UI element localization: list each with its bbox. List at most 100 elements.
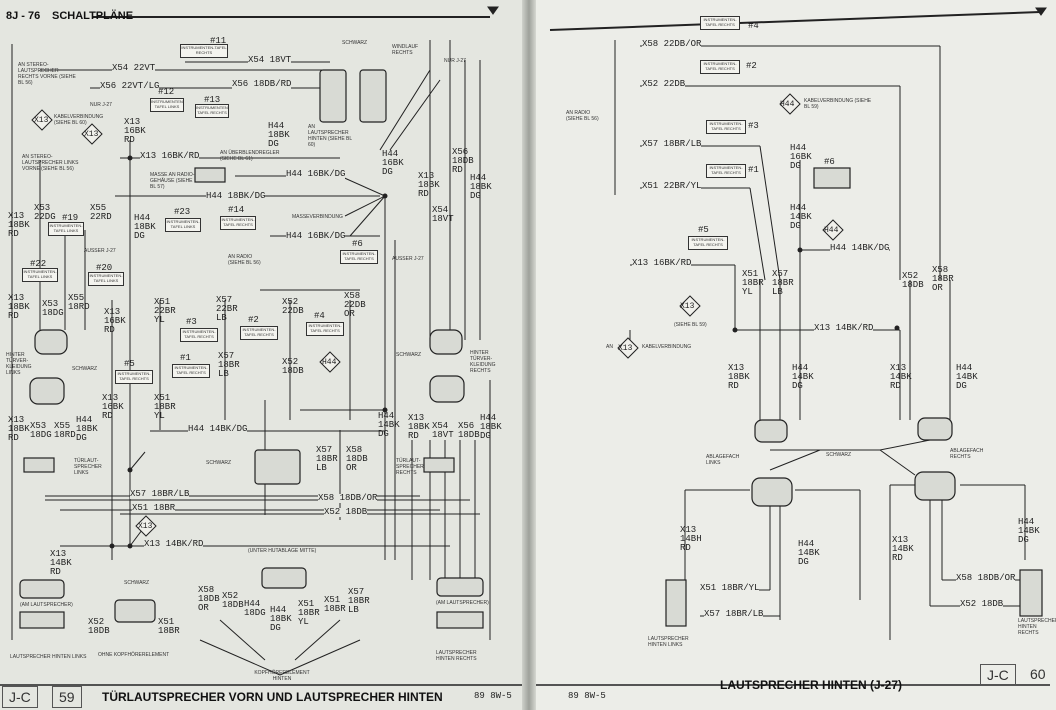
wire-label: X52 18DB: [282, 357, 304, 376]
splice-label: #4: [748, 21, 759, 31]
splice-label: #5: [698, 225, 709, 235]
splice-label: #23: [174, 207, 191, 217]
wire-label: H44 14BK/DG: [188, 424, 248, 434]
annotation: (AM LAUTSPRECHER): [20, 602, 73, 608]
wire-label: X13 18BK RD: [8, 415, 30, 443]
wire-label: H44 14BK DG: [798, 539, 820, 567]
annotation: AN LAUTSPRECHER HINTEN (SIEHE BL 60): [308, 124, 352, 148]
wire-label: X57 18BR/LB: [704, 609, 764, 619]
annotation: SCHWARZ: [342, 40, 368, 46]
annotation: AN STEREO-LAUTSPRECHER LINKS VORNE (SIEH…: [22, 154, 79, 172]
wire-label: X58 22DB/OR: [642, 39, 702, 49]
annotation: AN: [606, 344, 613, 350]
wire-label: X13 16BK/RD: [140, 151, 200, 161]
wire-label: H44 16BK DG: [382, 149, 404, 177]
annotation: SCHWARZ: [206, 460, 232, 466]
annotation: SCHWARZ: [72, 366, 98, 372]
section-title: SCHALTPLÄNE: [52, 10, 134, 22]
instrument-box: INSTRUMENTEN-TAFEL LINKS: [88, 272, 124, 286]
wire-label: X13 16BK RD: [124, 117, 146, 145]
connector-id: X13: [138, 522, 153, 531]
wire-label: X13 18BK RD: [408, 413, 430, 441]
wire-label: H44 14BK DG: [956, 363, 978, 391]
instrument-box: INSTRUMENTEN-TAFEL RECHTS: [195, 104, 229, 118]
wire-label: X13 18BK RD: [8, 211, 30, 239]
connector-id: X13: [680, 302, 695, 311]
wire-label: X58 18DB/OR: [956, 573, 1016, 583]
wire-label: X52 18DB: [222, 591, 244, 610]
wire-label: X53 18DG: [42, 299, 64, 318]
splice-label: #13: [204, 95, 221, 105]
wire-label: X13 16BK RD: [102, 393, 124, 421]
annotation: (SIEHE BL 59): [674, 322, 707, 328]
wire-label: X13 14BH RD: [680, 525, 702, 553]
annotation: TÜRLAUT-SPRECHER LINKS: [74, 458, 102, 476]
annotation: LAUTSPRECHER HINTEN RECHTS: [1018, 618, 1056, 636]
wire-label: X13 16BK/RD: [632, 258, 692, 268]
wire-label: X57 22BR LB: [216, 295, 238, 323]
wire-label: X13 14BK/RD: [144, 539, 204, 549]
annotation: AUSSER J-27: [392, 256, 424, 262]
wire-label: X57 18BR LB: [772, 269, 794, 297]
wire-label: X58 18DB OR: [346, 445, 368, 473]
splice-label: #12: [158, 87, 175, 97]
instrument-box: INSTRUMENTEN-TAFEL RECHTS: [340, 250, 378, 264]
wire-label: X52 22DB: [282, 297, 304, 316]
instrument-box: INSTRUMENTEN-TAFEL RECHTS: [688, 236, 728, 250]
instrument-box: INSTRUMENTEN-TAFEL LINKS: [165, 218, 201, 232]
wire-label: X52 18DB: [88, 617, 110, 636]
splice-label: #5: [124, 359, 135, 369]
instrument-box: INSTRUMENTEN-TAFEL RECHTS: [172, 364, 210, 378]
splice-label: #4: [314, 311, 325, 321]
connector-id: X13: [34, 116, 49, 125]
annotation: AUSSER J-27: [84, 248, 116, 254]
wire-label: X13 14BK/RD: [814, 323, 874, 333]
annotation: SCHWARZ: [826, 452, 852, 458]
page-number: 60: [1030, 666, 1046, 682]
wire-label: H44 18BK DG: [268, 121, 290, 149]
wire-label: X54 18VT: [432, 421, 454, 440]
splice-label: #2: [746, 61, 757, 71]
splice-label: #3: [748, 121, 759, 131]
wire-label: X53 22DG: [34, 203, 56, 222]
annotation: ABLAGEFACH RECHTS: [950, 448, 984, 460]
wire-label: X13 16BK RD: [104, 307, 126, 335]
instrument-box: INSTRUMENTEN-TAFEL RECHTS: [220, 216, 256, 230]
splice-label: #11: [210, 36, 227, 46]
page-code: J-C: [2, 686, 38, 708]
wire-label: H44 14BK DG: [378, 411, 400, 439]
wire-label: X57 18BR/LB: [130, 489, 190, 499]
wire-label: X52 22DB: [642, 79, 686, 89]
instrument-box: INSTRUMENTEN-TAFEL RECHTS: [700, 60, 740, 74]
annotation: AN STEREO-LAUTSPRECHER RECHTS VORNE (SIE…: [18, 62, 76, 86]
wire-label: H44 18BK DG: [480, 413, 502, 441]
wire-label: X52 18DB: [324, 507, 368, 517]
wire-label: H44 18BK DG: [134, 213, 156, 241]
wire-label: H44 18BK DG: [270, 605, 292, 633]
annotation: KABELVERBINDUNG (SIEHE BL 59): [804, 98, 872, 110]
splice-label: #3: [186, 317, 197, 327]
instrument-box: INSTRUMENTEN-TAFEL RECHTS: [115, 370, 153, 384]
wire-label: H44 14BK DG: [1018, 517, 1040, 545]
wire-label: X58 22DB OR: [344, 291, 366, 319]
wire-label: H44 14BK/DG: [830, 243, 890, 253]
page-code: J-C: [980, 664, 1016, 686]
wire-label: X53 18DG: [30, 421, 52, 440]
annotation: NUR J-27: [90, 102, 112, 108]
wire-label: X13 14BK RD: [890, 363, 912, 391]
wire-label: X13 18BK RD: [728, 363, 750, 391]
wire-label: X55 22RD: [90, 203, 112, 222]
annotation: MASSE AN RADIO-GEHÄUSE (SIEHE BL 57): [150, 172, 195, 190]
splice-label: #6: [824, 157, 835, 167]
connector-id: X13: [618, 344, 633, 353]
diagram-title: TÜRLAUTSPRECHER VORN UND LAUTSPRECHER HI…: [102, 690, 443, 704]
annotation: LAUTSPRECHER HINTEN RECHTS: [436, 650, 477, 662]
annotation: AN ÜBERBLENDREGLER (SIEHE BL 61): [220, 150, 280, 162]
wire-label: X57 18BR LB: [348, 587, 370, 615]
annotation: SCHWARZ: [124, 580, 150, 586]
wire-label: X51 18BR: [324, 595, 346, 614]
splice-label: #20: [96, 263, 113, 273]
splice-label: #2: [248, 315, 259, 325]
instrument-box: INSTRUMENTEN-TAFEL LINKS: [22, 268, 58, 282]
